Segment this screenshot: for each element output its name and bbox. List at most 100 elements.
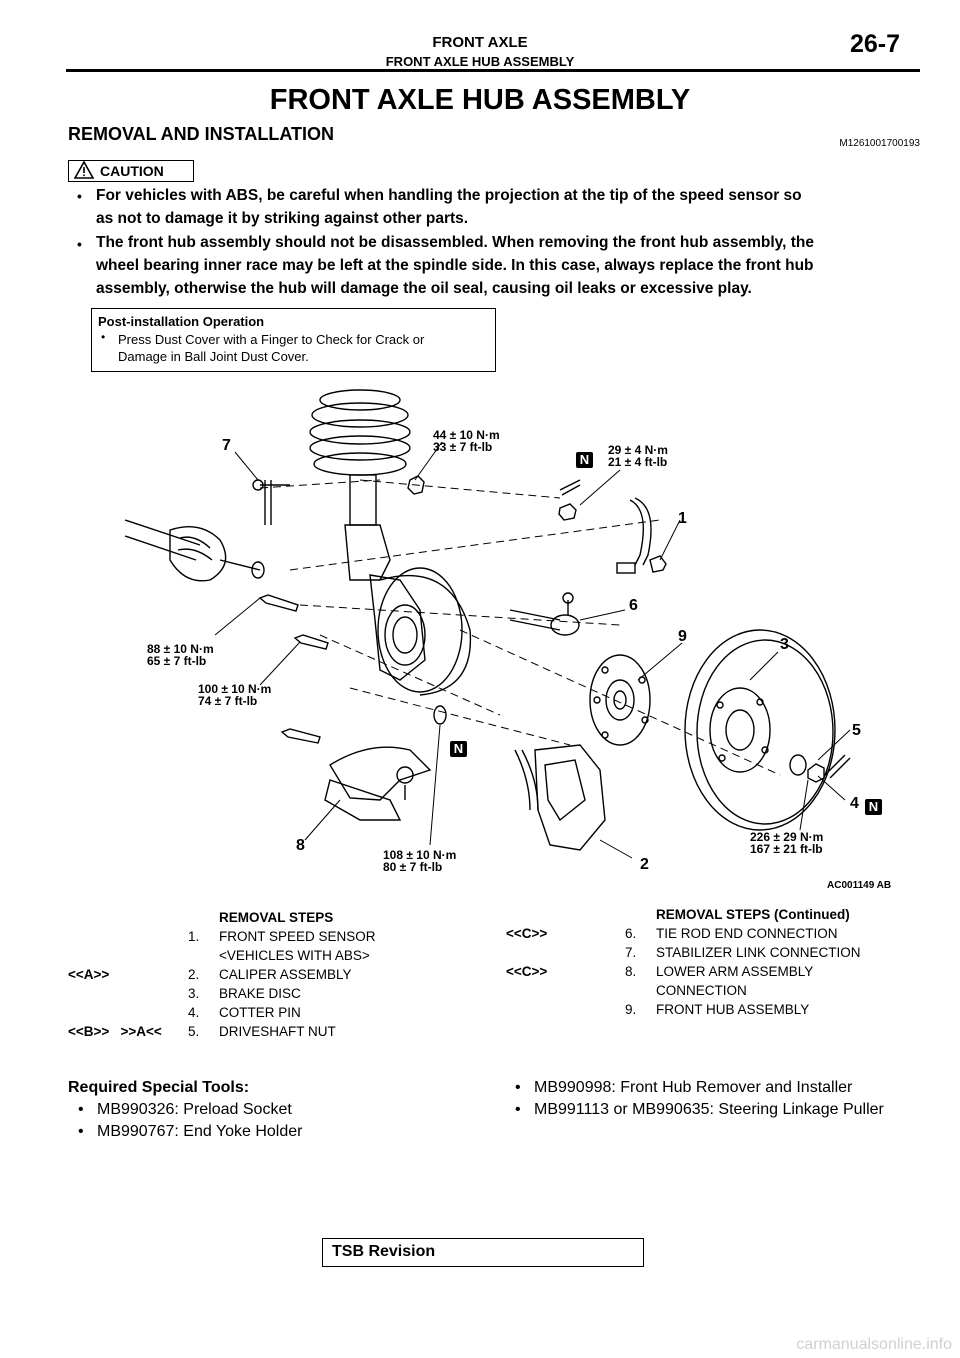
- post-installation-box: [91, 308, 496, 372]
- page-number: 26-7: [850, 30, 901, 58]
- step-row: <<B>> >>A<< 5. DRIVESHAFT NUT: [68, 1022, 448, 1041]
- removal-steps-heading: REMOVAL STEPS: [219, 910, 334, 925]
- torque-nm: 88 ± 10 N·m: [147, 642, 214, 656]
- special-tool-4: MB991113 or MB990635: Steering Linkage P…: [534, 1101, 884, 1118]
- torque-nm: 226 ± 29 N·m: [750, 830, 824, 844]
- caution-item-1a: For vehicles with ABS, be careful when h…: [96, 187, 802, 204]
- warning-triangle-icon: [73, 160, 95, 184]
- step-ref: <<C>>: [506, 964, 548, 979]
- callout-5: 5: [852, 722, 861, 739]
- document-id: M1261001700193: [839, 138, 920, 149]
- bullet-icon: •: [515, 1079, 521, 1096]
- torque-label-5: 108 ± 10 N·m 80 ± 7 ft-lb: [383, 849, 456, 873]
- caution-item-2c: assembly, otherwise the hub will damage …: [96, 280, 752, 297]
- step-row: 1. FRONT SPEED SENSOR: [68, 927, 448, 946]
- driveshaft: [124, 519, 265, 582]
- torque-label-3: 88 ± 10 N·m 65 ± 7 ft-lb: [147, 643, 214, 667]
- special-tools-heading: Required Special Tools:: [68, 1079, 250, 1096]
- step-row: <<A>> 2. CALIPER ASSEMBLY: [68, 965, 448, 984]
- removal-steps-right: <<C>> 6. TIE ROD END CONNECTION 7. STABI…: [506, 924, 926, 1019]
- torque-nm: 108 ± 10 N·m: [383, 848, 457, 862]
- step-text: CALIPER ASSEMBLY: [219, 967, 352, 982]
- header-rule: [66, 69, 920, 72]
- torque-nm: 29 ± 4 N·m: [608, 443, 668, 457]
- callout-7: 7: [222, 437, 231, 454]
- tsb-revision-box: [322, 1238, 644, 1267]
- non-reusable-badge: N: [576, 452, 593, 468]
- step-ref: <<C>>: [506, 926, 548, 941]
- callout-1: 1: [678, 510, 687, 527]
- caution-box: [68, 160, 194, 182]
- tie-rod-end: [509, 592, 580, 636]
- step-text: LOWER ARM ASSEMBLY: [656, 964, 814, 979]
- non-reusable-badge: N: [450, 741, 467, 757]
- torque-label-2: 29 ± 4 N·m 21 ± 4 ft-lb: [608, 444, 668, 468]
- caution-item-2a: The front hub assembly should not be dis…: [96, 234, 814, 251]
- step-text: TIE ROD END CONNECTION: [656, 926, 838, 941]
- step-text: CONNECTION: [656, 983, 747, 998]
- step-text: STABILIZER LINK CONNECTION: [656, 945, 861, 960]
- step-ref: <<B>> >>A<<: [68, 1024, 162, 1039]
- step-row: 9. FRONT HUB ASSEMBLY: [506, 1000, 926, 1019]
- bullet-icon: •: [77, 236, 82, 252]
- tsb-revision-label: TSB Revision: [332, 1243, 436, 1260]
- step-text: <VEHICLES WITH ABS>: [219, 948, 370, 963]
- brake-caliper: [514, 744, 606, 851]
- torque-ftlb: 167 ± 21 ft-lb: [750, 842, 823, 856]
- bullet-icon: •: [78, 1123, 84, 1140]
- caution-item-2b: wheel bearing inner race may be left at …: [96, 257, 814, 274]
- torque-label-4: 100 ± 10 N·m 74 ± 7 ft-lb: [198, 683, 271, 707]
- torque-ftlb: 33 ± 7 ft-lb: [433, 440, 493, 454]
- special-tool-2: MB990767: End Yoke Holder: [97, 1123, 303, 1140]
- step-number: 3.: [188, 986, 200, 1001]
- coil-spring: [309, 389, 411, 476]
- step-row: 3. BRAKE DISC: [68, 984, 448, 1003]
- post-installation-line-1: Press Dust Cover with a Finger to Check …: [118, 332, 425, 347]
- figure-id: AC001149 AB: [827, 880, 892, 891]
- front-hub: [589, 654, 651, 746]
- non-reusable-badge: N: [865, 799, 882, 815]
- step-number: 7.: [625, 945, 637, 960]
- torque-ftlb: 65 ± 7 ft-lb: [147, 654, 207, 668]
- callout-9: 9: [678, 628, 687, 645]
- special-tool-1: MB990326: Preload Socket: [97, 1101, 292, 1118]
- post-installation-title: Post-installation Operation: [98, 314, 265, 329]
- step-row: 7. STABILIZER LINK CONNECTION: [506, 943, 926, 962]
- step-text: FRONT HUB ASSEMBLY: [656, 1002, 810, 1017]
- torque-ftlb: 80 ± 7 ft-lb: [383, 860, 443, 874]
- torque-ftlb: 21 ± 4 ft-lb: [608, 455, 668, 469]
- post-installation-line-2: Damage in Ball Joint Dust Cover.: [118, 349, 309, 364]
- bullet-icon: •: [77, 188, 82, 204]
- callout-3: 3: [780, 636, 789, 653]
- step-text: DRIVESHAFT NUT: [219, 1024, 336, 1039]
- step-row: 4. COTTER PIN: [68, 1003, 448, 1022]
- caution-item-1b: as not to damage it by striking against …: [96, 210, 469, 227]
- step-number: 9.: [625, 1002, 637, 1017]
- step-row: <<C>> 6. TIE ROD END CONNECTION: [506, 924, 926, 943]
- bullet-icon: •: [78, 1101, 84, 1118]
- callout-2: 2: [640, 856, 649, 873]
- special-tool-3: MB990998: Front Hub Remover and Installe…: [534, 1079, 853, 1096]
- lower-arm: [324, 705, 447, 821]
- removal-steps-continued-heading: REMOVAL STEPS (Continued): [656, 907, 850, 922]
- callout-8: 8: [296, 837, 305, 854]
- removal-steps-left: 1. FRONT SPEED SENSOR <VEHICLES WITH ABS…: [68, 927, 448, 1041]
- stabilizer-link: [252, 479, 290, 525]
- header-subject-title: FRONT AXLE HUB ASSEMBLY: [385, 54, 575, 69]
- callout-4: 4: [850, 795, 859, 812]
- step-number: 5.: [188, 1024, 200, 1039]
- steering-knuckle: [369, 574, 472, 696]
- speed-sensor: [616, 497, 667, 574]
- section-subtitle: REMOVAL AND INSTALLATION: [68, 124, 334, 144]
- step-number: 6.: [625, 926, 637, 941]
- callout-6: 6: [629, 597, 638, 614]
- step-number: 1.: [188, 929, 200, 944]
- caution-label: CAUTION: [100, 163, 164, 179]
- bullet-icon: •: [515, 1101, 521, 1118]
- header-section-title: FRONT AXLE: [432, 34, 528, 51]
- bullet-icon: •: [101, 330, 106, 344]
- step-text: FRONT SPEED SENSOR: [219, 929, 376, 944]
- torque-label-1: 44 ± 10 N·m 33 ± 7 ft-lb: [433, 429, 500, 453]
- torque-nm: 44 ± 10 N·m: [433, 428, 500, 442]
- watermark: carmanualsonline.info: [796, 1336, 952, 1353]
